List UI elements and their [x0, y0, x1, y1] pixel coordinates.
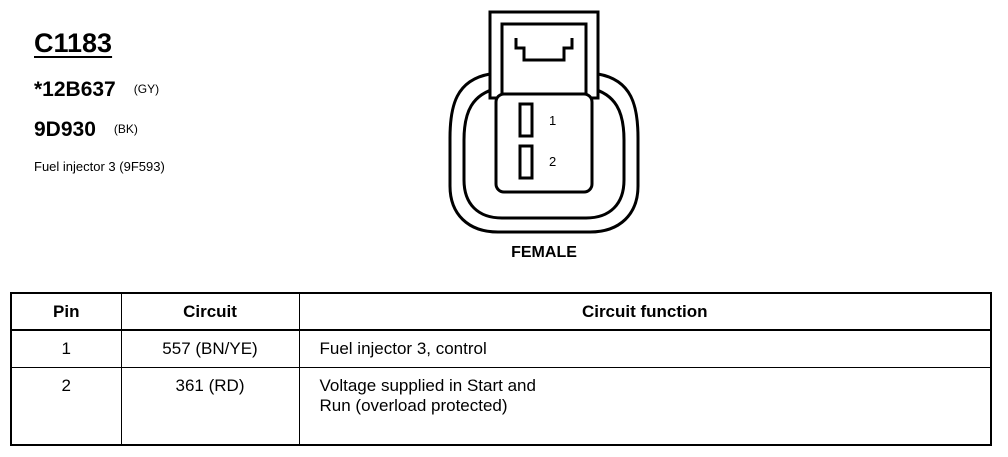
header-pin: Pin — [10, 292, 122, 331]
part-number-2: 9D930 (BK) — [34, 118, 138, 142]
terminal-cavity-block — [494, 92, 594, 194]
pin-2-label: 2 — [549, 154, 556, 169]
connector-gender-label: FEMALE — [511, 244, 577, 261]
function-line: Fuel injector 3, control — [319, 339, 487, 358]
pin-cell: 2 — [10, 367, 122, 446]
function-cell: Voltage supplied in Start and Run (overl… — [298, 367, 992, 446]
function-line: Voltage supplied in Start and — [319, 376, 536, 395]
pin-1-label: 1 — [549, 113, 556, 128]
table-header-row: Pin Circuit Circuit function — [10, 292, 992, 331]
pin-table: Pin Circuit Circuit function 1 557 (BN/Y… — [10, 292, 992, 446]
header-circuit: Circuit — [120, 292, 300, 331]
part-color: (GY) — [133, 82, 160, 96]
connector-description: Fuel injector 3 (9F593) — [34, 159, 165, 174]
connector-id: C1183 — [34, 28, 113, 58]
table-row: 1 557 (BN/YE) Fuel injector 3, control — [10, 329, 992, 368]
part-number: 9D930 — [34, 118, 96, 141]
header-circuit-function: Circuit function — [298, 292, 992, 331]
connector-inner-shell — [462, 86, 626, 220]
part-color: (BK) — [113, 122, 138, 136]
locking-tab-notch — [514, 38, 574, 62]
connector-outer-shell — [448, 72, 640, 234]
connector-face-diagram: 1 2 — [448, 10, 640, 234]
part-number: *12B637 — [34, 78, 116, 101]
table-row: 2 361 (RD) Voltage supplied in Start and… — [10, 367, 992, 446]
pin-2-terminal — [518, 144, 534, 180]
function-cell: Fuel injector 3, control — [298, 329, 992, 368]
pin-1-terminal — [518, 102, 534, 138]
circuit-cell: 557 (BN/YE) — [120, 329, 300, 368]
circuit-cell: 361 (RD) — [120, 367, 300, 446]
pin-cell: 1 — [10, 329, 122, 368]
part-number-1: *12B637 (GY) — [34, 78, 159, 102]
function-line: Run (overload protected) — [319, 396, 508, 415]
locking-tab-outer — [488, 10, 600, 100]
